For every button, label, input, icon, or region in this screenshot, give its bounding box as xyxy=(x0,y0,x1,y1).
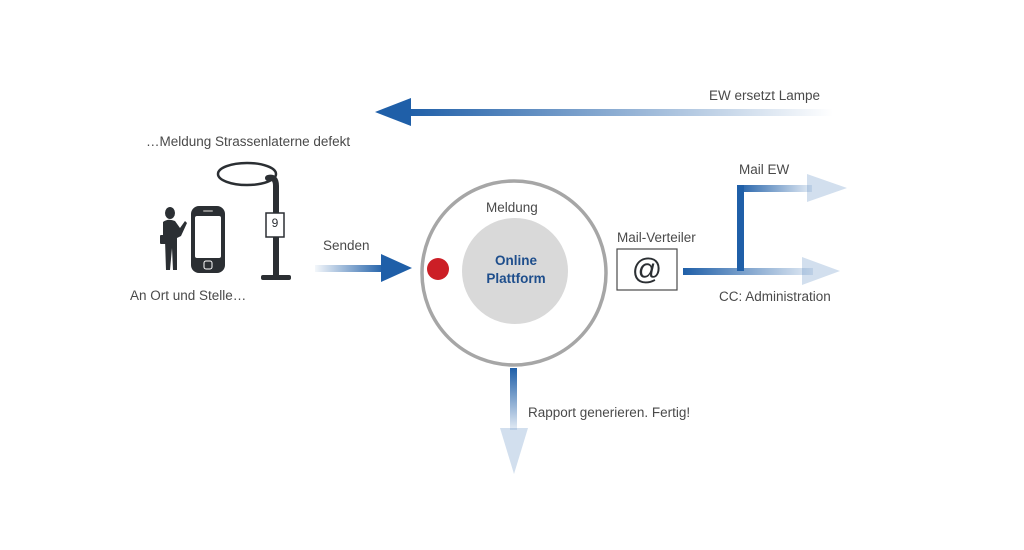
person-silhouette-icon xyxy=(160,207,187,270)
mail-routing-arrows xyxy=(683,174,847,285)
platform-line-2: Plattform xyxy=(486,271,546,286)
replace-lamp-arrow xyxy=(375,98,833,126)
replace-lamp-label: EW ersetzt Lampe xyxy=(709,88,821,103)
smartphone-icon xyxy=(191,206,225,273)
report-done-label: Rapport generieren. Fertig! xyxy=(528,405,691,420)
meldung-label: Meldung xyxy=(486,200,538,215)
cc-admin-label: CC: Administration xyxy=(719,289,831,304)
report-defect-label: …Meldung Strassenlaterne defekt xyxy=(146,134,351,149)
online-platform-label: Online Plattform xyxy=(462,252,570,288)
platform-line-1: Online xyxy=(494,253,537,268)
street-lamp-icon xyxy=(216,161,291,280)
mail-distributor-label: Mail-Verteiler xyxy=(617,230,696,245)
at-sign-icon: @ xyxy=(631,253,663,286)
mail-distributor-box xyxy=(616,248,678,291)
send-arrow xyxy=(315,254,412,282)
send-label: Senden xyxy=(323,238,370,253)
mail-ew-label: Mail EW xyxy=(739,162,790,177)
lamp-number-label: 9 xyxy=(271,216,279,230)
on-site-label: An Ort und Stelle… xyxy=(130,288,247,303)
platform-disc xyxy=(462,218,568,324)
report-down-arrow xyxy=(500,368,528,474)
alert-dot xyxy=(427,258,449,280)
